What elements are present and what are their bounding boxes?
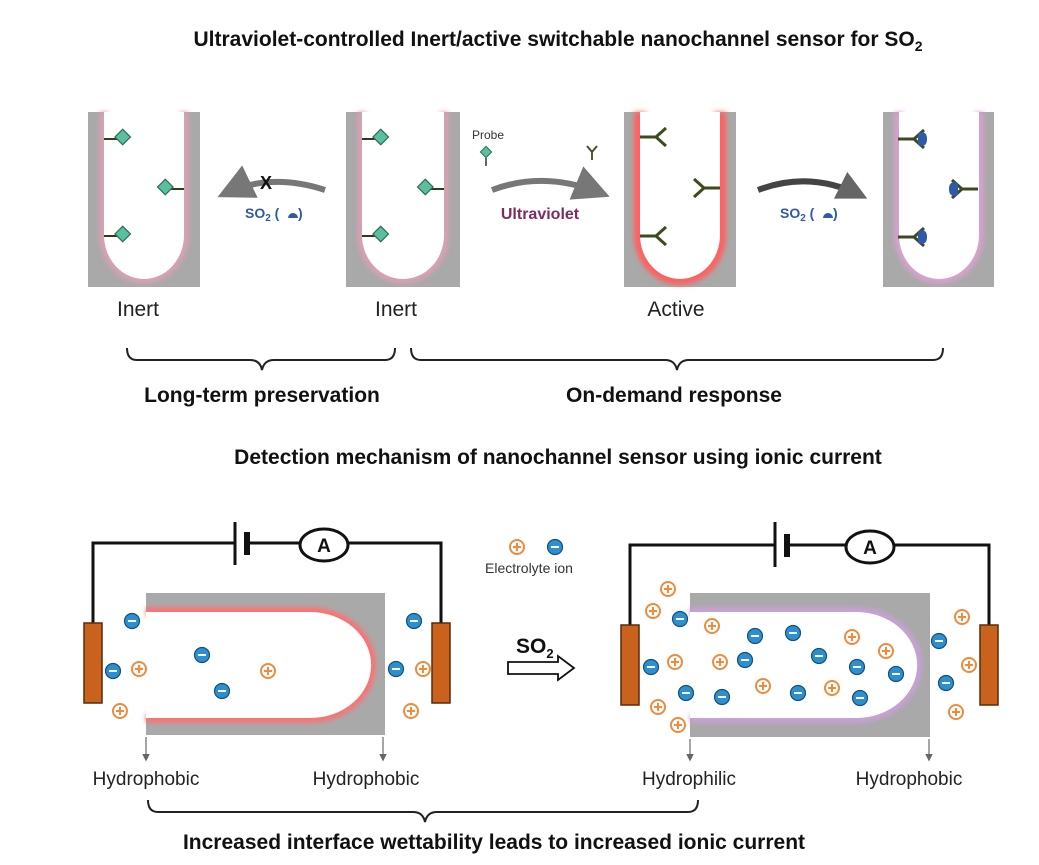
cleaved-receptor-icon: [586, 145, 598, 160]
ammeter-left: [298, 527, 350, 563]
arrow-ultraviolet: Ultraviolet: [490, 166, 610, 223]
surface-label-left-b: Hydrophobic: [313, 769, 420, 790]
surface-label-right-a: Hydrophilic: [642, 769, 736, 790]
electrolyte-legend: Electrolyte ion: [485, 538, 573, 576]
channel-inert-1: [88, 112, 200, 287]
surface-label-left-a: Hydrophobic: [93, 769, 200, 790]
probe-legend-label: Probe: [472, 128, 504, 142]
channel-inert-2: [346, 112, 460, 287]
electrode-right-a: [620, 624, 640, 706]
svg-text:A: A: [863, 538, 877, 559]
so2-molecule-icon: [288, 213, 298, 218]
channel-active: [624, 112, 736, 287]
channel-label-1: Inert: [117, 298, 159, 321]
brace-right-label: On-demand response: [566, 384, 782, 407]
brace-bottom: [147, 799, 699, 823]
electrode-right-b: [979, 624, 999, 706]
surface-pointers: [142, 737, 933, 762]
uv-label: Ultraviolet: [501, 206, 580, 223]
svg-text:): ): [298, 205, 303, 221]
blocked-mark: X: [260, 173, 272, 193]
so2-label-left: SO2 (: [245, 205, 280, 224]
so2-arrow-label: SO2: [516, 635, 554, 661]
brace-left-label: Long-term preservation: [144, 384, 380, 407]
electrode-left-b: [431, 622, 451, 704]
ammeter-right: [844, 529, 896, 565]
brace-left: [126, 347, 396, 371]
top-title: Ultraviolet-controlled Inert/active swit…: [194, 28, 923, 54]
electrolyte-legend-label: Electrolyte ion: [485, 560, 573, 576]
channel-bound: [883, 112, 994, 287]
conclusion-text: Increased interface wettability leads to…: [183, 831, 805, 854]
electrode-left-a: [83, 622, 103, 704]
arrow-blocked: X SO2 ( ): [217, 165, 326, 224]
arrow-so2-binding: SO2 ( ): [756, 171, 868, 224]
circuit-right: A: [620, 522, 999, 737]
circuit-left: A: [83, 522, 451, 735]
surface-label-right-b: Hydrophobic: [856, 769, 963, 790]
so2-label-right: SO2 (: [780, 205, 815, 224]
arrow-so2-open: SO2: [507, 635, 576, 682]
so2-molecule-icon-right: [823, 213, 833, 218]
probe-legend: Probe: [472, 128, 598, 166]
channel-label-2: Inert: [375, 298, 417, 321]
channel-label-3: Active: [647, 298, 704, 321]
svg-text:A: A: [317, 536, 331, 557]
bottom-title: Detection mechanism of nanochannel senso…: [234, 446, 882, 469]
svg-text:): ): [833, 205, 838, 221]
brace-right: [410, 347, 944, 371]
